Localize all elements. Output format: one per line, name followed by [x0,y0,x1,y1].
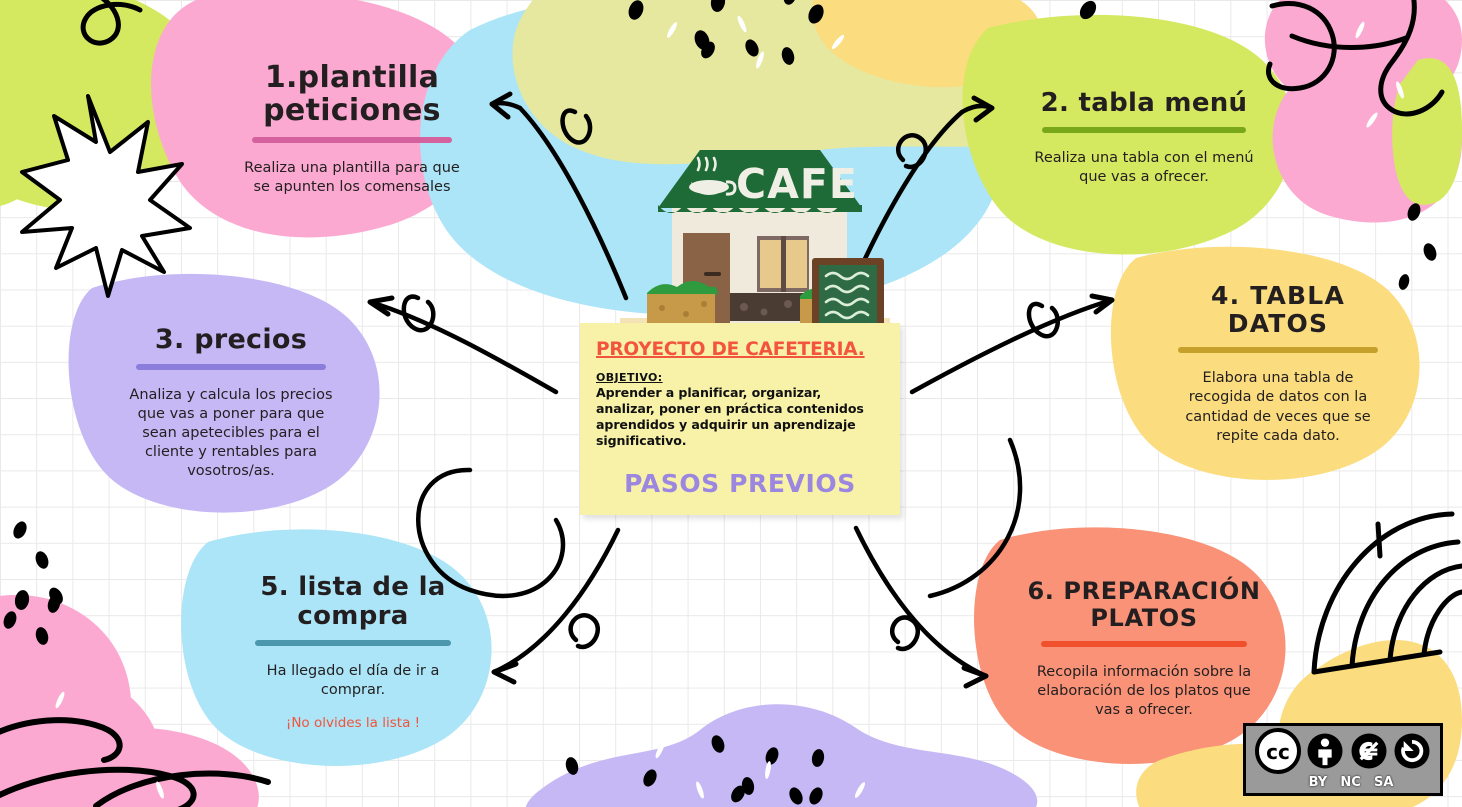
card-body: Realiza una tabla con el menú que vas a … [1034,149,1254,186]
card-body: Ha llegado el día de ir a comprar. [266,663,440,699]
arrowhead-3 [367,295,395,317]
scribble-topright-3 [1289,33,1409,50]
card-title: 5. lista de la compra [260,571,446,632]
center-swirl-right [927,437,1023,599]
rainbow-tick [1375,521,1383,559]
card-title: 1.plantilla peticiones [263,59,441,129]
rainbow-arc-2 [1349,539,1461,669]
arrow-to-card5 [491,527,621,675]
card-note: ¡No olvides la lista ! [285,715,421,732]
blob-green-card2 [962,14,1294,255]
rainbow-arc-1 [1311,511,1455,675]
cc-sa-label: SA [1373,775,1394,790]
scribble-topright-2 [1378,0,1445,117]
card-tabla-datos[interactable]: 4. TABLA DATOS Elabora una tabla de reco… [1128,258,1428,470]
card-title: 4. TABLA DATOS [1211,281,1345,339]
arrow-loop-3 [401,294,436,333]
arrow-loop-6 [890,615,920,652]
scribble-bottomleft-3 [93,770,271,807]
chalkboard-sign [812,258,884,352]
objective-text: Aprender a planificar, organizar, analiz… [596,385,864,449]
card-title: 3. precios [154,323,308,355]
card-body: Elabora una tabla de recogida de datos c… [1185,370,1371,444]
creative-commons-badge[interactable]: cc BY NC SA [1243,723,1443,796]
card-underline [1178,347,1378,354]
card-underline [1041,640,1247,647]
project-title: PROYECTO DE CAFETERIA. [596,339,865,360]
scribble-bottomleft [0,717,123,763]
card-tabla-menu[interactable]: 2. tabla menú Realiza una tabla con el m… [994,34,1294,242]
card-underline [255,640,451,647]
center-swirl-left [416,467,566,599]
arrowhead-6 [961,665,989,689]
rainbow-base [1311,649,1443,675]
planter-left [647,281,718,326]
coffee-cup-icon [689,156,737,196]
arrow-to-card1 [517,105,629,301]
cc-label-row: BY NC SA [1246,775,1440,792]
scribble-topright [1266,1,1337,92]
cc-sa-sharealike-icon [1394,733,1430,769]
center-project-note[interactable]: PROYECTO DE CAFETERIA. OBJETIVO: Aprende… [580,323,900,515]
cc-by-person-icon [1307,733,1343,769]
arrowhead-5 [491,661,519,685]
arrow-to-card6 [853,525,989,679]
cafe-sign-text: CAFE [736,160,858,208]
card-plantilla-peticiones[interactable]: 1.plantilla peticiones Realiza una plant… [196,22,508,236]
card-title: 6. PREPARACIÓN PLATOS [1027,576,1261,632]
steps-label: PASOS PREVIOS [624,469,856,499]
rainbow-arc-4 [1421,589,1462,657]
cc-nc-nocommercial-icon [1351,733,1387,769]
blob-pink-bottom2 [52,727,259,807]
card-body: Analiza y calcula los precios que vas a … [129,386,333,480]
svg-text:cc: cc [1266,740,1290,764]
arrow-to-card4 [909,297,1115,395]
card-precios[interactable]: 3. precios Analiza y calcula los precios… [84,292,378,514]
arrow-loop-4 [1026,301,1060,339]
blob-green-right [1392,58,1462,205]
card-body: Recopila información sobre la elaboració… [1036,663,1252,718]
arrow-loop-2 [895,133,928,170]
card-underline [1042,126,1246,133]
star-doodle [20,94,192,298]
objective-label: OBJETIVO: [596,371,663,384]
arrowhead-1 [489,91,513,120]
arrowhead-4 [1089,293,1115,315]
arrowhead-2 [971,95,995,123]
card-lista-compra[interactable]: 5. lista de la compra Ha llegado el día … [204,542,502,764]
card-body: Realiza una plantilla para que se apunte… [244,159,460,196]
cafe-awning-scallop [658,205,862,213]
arrow-loop-1 [560,108,593,145]
card-title: 2. tabla menú [1040,87,1248,118]
scribble-topleft [80,0,143,46]
blob-yellow-card4 [1110,246,1420,480]
card-preparacion-platos[interactable]: 6. PREPARACIÓN PLATOS Recopila informaci… [994,542,1294,756]
sparkles [55,15,1404,799]
blob-pink-top [151,0,486,238]
rainbow-arc-3 [1387,563,1462,663]
scribble-bottomleft-2 [0,766,197,807]
blob-cyan-card5 [181,529,492,766]
cc-nc-label: NC [1340,775,1361,790]
cc-by-label: BY [1308,775,1328,790]
cc-icon-row: cc [1246,727,1440,775]
card-underline [252,136,452,143]
arrow-loop-5 [568,613,600,650]
blob-purple-card3 [68,273,380,513]
card-underline [136,363,326,370]
cc-circle-icon: cc [1254,728,1301,774]
arrow-to-card3 [367,299,559,395]
